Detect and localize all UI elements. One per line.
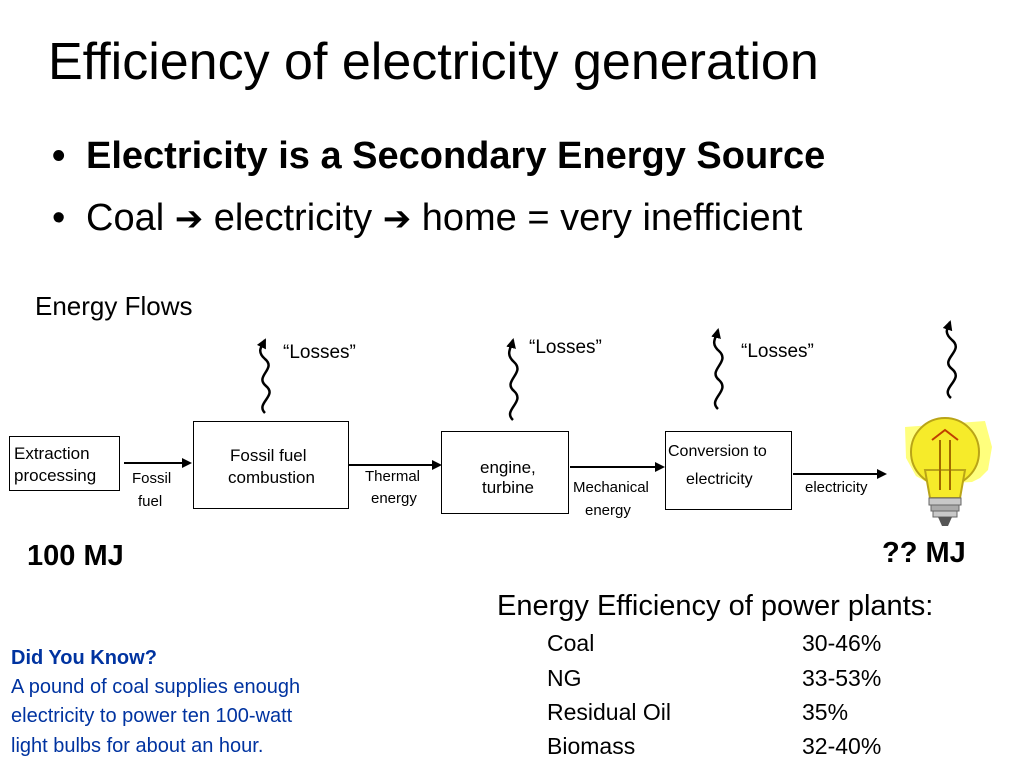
bullet-text-home: home = very inefficient — [411, 197, 803, 239]
efficiency-range: 32-40% — [802, 733, 882, 759]
efficiency-fuel: Residual Oil — [547, 699, 671, 725]
box-label-line1: engine, — [480, 458, 536, 477]
bullet-coal-chain: • Coal ➔ electricity ➔ home = very ineffi… — [52, 197, 802, 240]
efficiency-range: 33-53% — [802, 665, 882, 691]
conversion-to-electricity-box: Conversion to electricity — [665, 431, 792, 510]
bullet-dot: • — [52, 135, 66, 177]
energy-flows-title: Energy Flows — [35, 291, 193, 321]
bullet-secondary-source: • Electricity is a Secondary Energy Sourc… — [52, 135, 825, 178]
box-label-line2: turbine — [482, 478, 534, 497]
bullet-text-electricity: electricity — [203, 197, 383, 239]
did-you-know-line: electricity to power ten 100-watt — [11, 705, 293, 727]
engine-turbine-box: engine, turbine — [441, 431, 569, 514]
did-you-know-title: Did You Know? — [11, 647, 157, 669]
losses-label-conversion: “Losses” — [741, 341, 814, 362]
extraction-processing-box: Extraction processing — [9, 436, 120, 491]
slide-title: Efficiency of electricity generation — [48, 33, 819, 91]
box-label-line2: electricity — [686, 471, 753, 488]
fossil-fuel-combustion-box: Fossil fuel combustion — [193, 421, 349, 509]
efficiency-fuel: NG — [547, 665, 582, 691]
did-you-know-line: A pound of coal supplies enough — [11, 676, 301, 698]
thermal-energy-label-line1: Thermal — [365, 468, 421, 485]
bullet-text-coal: Coal — [86, 197, 175, 239]
losses-label-engine: “Losses” — [529, 337, 602, 358]
wavy-loss-arrow-icon — [711, 328, 724, 410]
box-label-line2: combustion — [228, 468, 315, 487]
electricity-label: electricity — [805, 479, 868, 496]
did-you-know-line: light bulbs for about an hour. — [11, 735, 264, 757]
box-label-line1: Conversion to — [668, 443, 767, 460]
efficiency-fuel: Biomass — [547, 733, 636, 759]
box-label-line1: Extraction — [14, 444, 90, 463]
wavy-loss-arrow-icon — [942, 320, 957, 399]
efficiency-range: 35% — [802, 699, 849, 725]
efficiency-range: 30-46% — [802, 630, 882, 656]
efficiency-fuel: Coal — [547, 630, 595, 656]
wavy-loss-arrow-icon — [506, 338, 519, 421]
box-label-line2: processing — [14, 466, 97, 485]
losses-label-combustion: “Losses” — [283, 342, 356, 363]
bullet-dot: • — [52, 197, 66, 239]
fossil-fuel-label-line1: Fossil — [132, 470, 172, 487]
output-energy-amount: ?? MJ — [882, 537, 966, 569]
input-energy-amount: 100 MJ — [27, 540, 124, 572]
thermal-energy-label-line2: energy — [371, 490, 417, 507]
wavy-loss-arrow-icon — [256, 338, 271, 414]
light-bulb-icon — [905, 417, 992, 526]
efficiency-title: Energy Efficiency of power plants: — [497, 590, 934, 622]
right-arrow-icon: ➔ — [174, 200, 204, 238]
mechanical-energy-label-line1: Mechanical — [573, 479, 649, 496]
fossil-fuel-label-line2: fuel — [138, 493, 163, 510]
bullet-text: Electricity is a Secondary Energy Source — [86, 135, 826, 177]
mechanical-energy-label-line2: energy — [585, 502, 631, 519]
box-label-line1: Fossil fuel — [230, 446, 307, 465]
right-arrow-icon: ➔ — [382, 200, 412, 238]
